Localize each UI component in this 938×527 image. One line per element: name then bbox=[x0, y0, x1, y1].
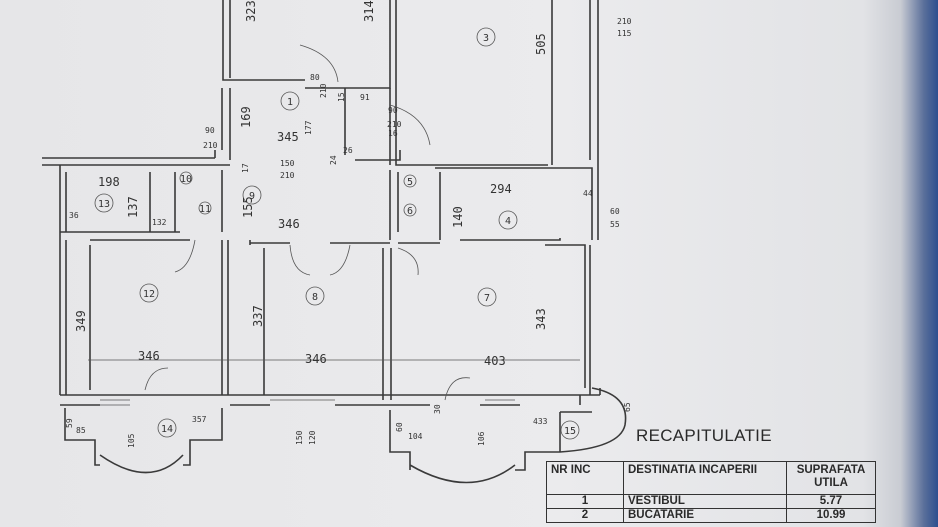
svg-text:1: 1 bbox=[287, 97, 293, 108]
room-markers: 1 3 4 5 6 7 8 9 10 11 12 13 14 15 bbox=[94, 27, 580, 440]
recap-table: NR INC DESTINATIA INCAPERII SUPRAFATA UT… bbox=[546, 461, 876, 523]
svg-text:120: 120 bbox=[308, 430, 317, 445]
svg-text:15: 15 bbox=[564, 426, 576, 437]
svg-text:44: 44 bbox=[583, 189, 593, 198]
svg-text:403: 403 bbox=[484, 354, 506, 368]
svg-text:4: 4 bbox=[505, 216, 511, 227]
row-area: 10.99 bbox=[786, 508, 876, 523]
header-destination: DESTINATIA INCAPERII bbox=[623, 461, 787, 495]
svg-text:90: 90 bbox=[205, 126, 215, 135]
table-row: 1 VESTIBUL 5.77 bbox=[546, 494, 876, 509]
svg-text:16: 16 bbox=[388, 129, 398, 138]
svg-text:7: 7 bbox=[484, 293, 490, 304]
svg-text:294: 294 bbox=[490, 182, 512, 196]
svg-text:17: 17 bbox=[241, 163, 250, 173]
svg-text:105: 105 bbox=[127, 433, 136, 448]
svg-text:60: 60 bbox=[395, 422, 404, 432]
svg-text:15: 15 bbox=[337, 92, 346, 102]
svg-text:169: 169 bbox=[239, 106, 253, 128]
dimension-labels: 323 314 505 210 115 80 210 15 91 90 210 … bbox=[65, 0, 632, 448]
svg-text:115: 115 bbox=[617, 29, 632, 38]
svg-text:90: 90 bbox=[388, 106, 398, 115]
svg-text:155: 155 bbox=[241, 196, 255, 218]
svg-text:210: 210 bbox=[387, 120, 402, 129]
row-destination: BUCATARIE bbox=[623, 508, 787, 523]
svg-text:140: 140 bbox=[451, 206, 465, 228]
svg-text:505: 505 bbox=[534, 33, 548, 55]
svg-text:80: 80 bbox=[310, 73, 320, 82]
svg-text:210: 210 bbox=[319, 83, 328, 98]
svg-text:210: 210 bbox=[280, 171, 295, 180]
svg-text:55: 55 bbox=[610, 220, 620, 229]
row-destination: VESTIBUL bbox=[623, 494, 787, 509]
svg-text:59: 59 bbox=[65, 418, 74, 428]
recap-title: RECAPITULATIE bbox=[636, 426, 772, 445]
svg-text:177: 177 bbox=[304, 120, 313, 135]
svg-text:104: 104 bbox=[408, 432, 423, 441]
table-header-row: NR INC DESTINATIA INCAPERII SUPRAFATA UT… bbox=[546, 461, 876, 495]
svg-text:6: 6 bbox=[407, 206, 413, 217]
svg-text:137: 137 bbox=[126, 196, 140, 218]
svg-text:346: 346 bbox=[138, 349, 160, 363]
svg-text:433: 433 bbox=[533, 417, 548, 426]
svg-text:85: 85 bbox=[76, 426, 86, 435]
svg-text:349: 349 bbox=[74, 310, 88, 332]
header-area: SUPRAFATA UTILA bbox=[786, 461, 876, 495]
svg-text:210: 210 bbox=[617, 17, 632, 26]
row-nr: 2 bbox=[546, 508, 624, 523]
svg-text:198: 198 bbox=[98, 175, 120, 189]
svg-text:60: 60 bbox=[610, 207, 620, 216]
table-row: 2 BUCATARIE 10.99 bbox=[546, 508, 876, 523]
svg-text:13: 13 bbox=[98, 199, 110, 210]
svg-text:8: 8 bbox=[312, 292, 318, 303]
svg-text:30: 30 bbox=[433, 404, 442, 414]
svg-text:210: 210 bbox=[203, 141, 218, 150]
svg-text:10: 10 bbox=[180, 174, 192, 185]
svg-text:150: 150 bbox=[295, 430, 304, 445]
svg-text:346: 346 bbox=[278, 217, 300, 231]
svg-text:337: 337 bbox=[251, 305, 265, 327]
svg-text:346: 346 bbox=[305, 352, 327, 366]
svg-text:5: 5 bbox=[407, 177, 413, 188]
svg-text:106: 106 bbox=[477, 431, 486, 446]
svg-text:24: 24 bbox=[329, 155, 338, 165]
svg-text:132: 132 bbox=[152, 218, 167, 227]
svg-text:3: 3 bbox=[483, 33, 489, 44]
svg-text:12: 12 bbox=[143, 289, 155, 300]
svg-text:314: 314 bbox=[362, 0, 376, 22]
row-nr: 1 bbox=[546, 494, 624, 509]
row-area: 5.77 bbox=[786, 494, 876, 509]
walls bbox=[42, 0, 627, 484]
svg-text:343: 343 bbox=[534, 308, 548, 330]
svg-text:345: 345 bbox=[277, 130, 299, 144]
svg-text:14: 14 bbox=[161, 424, 173, 435]
svg-text:11: 11 bbox=[199, 204, 211, 215]
svg-text:26: 26 bbox=[343, 146, 353, 155]
svg-text:357: 357 bbox=[192, 415, 207, 424]
svg-text:323: 323 bbox=[244, 0, 258, 22]
door-swings bbox=[144, 44, 471, 401]
svg-text:36: 36 bbox=[69, 211, 79, 220]
svg-text:65: 65 bbox=[623, 402, 632, 412]
svg-text:150: 150 bbox=[280, 159, 295, 168]
header-nr: NR INC bbox=[546, 461, 624, 495]
svg-text:91: 91 bbox=[360, 93, 370, 102]
svg-text:9: 9 bbox=[249, 191, 255, 202]
